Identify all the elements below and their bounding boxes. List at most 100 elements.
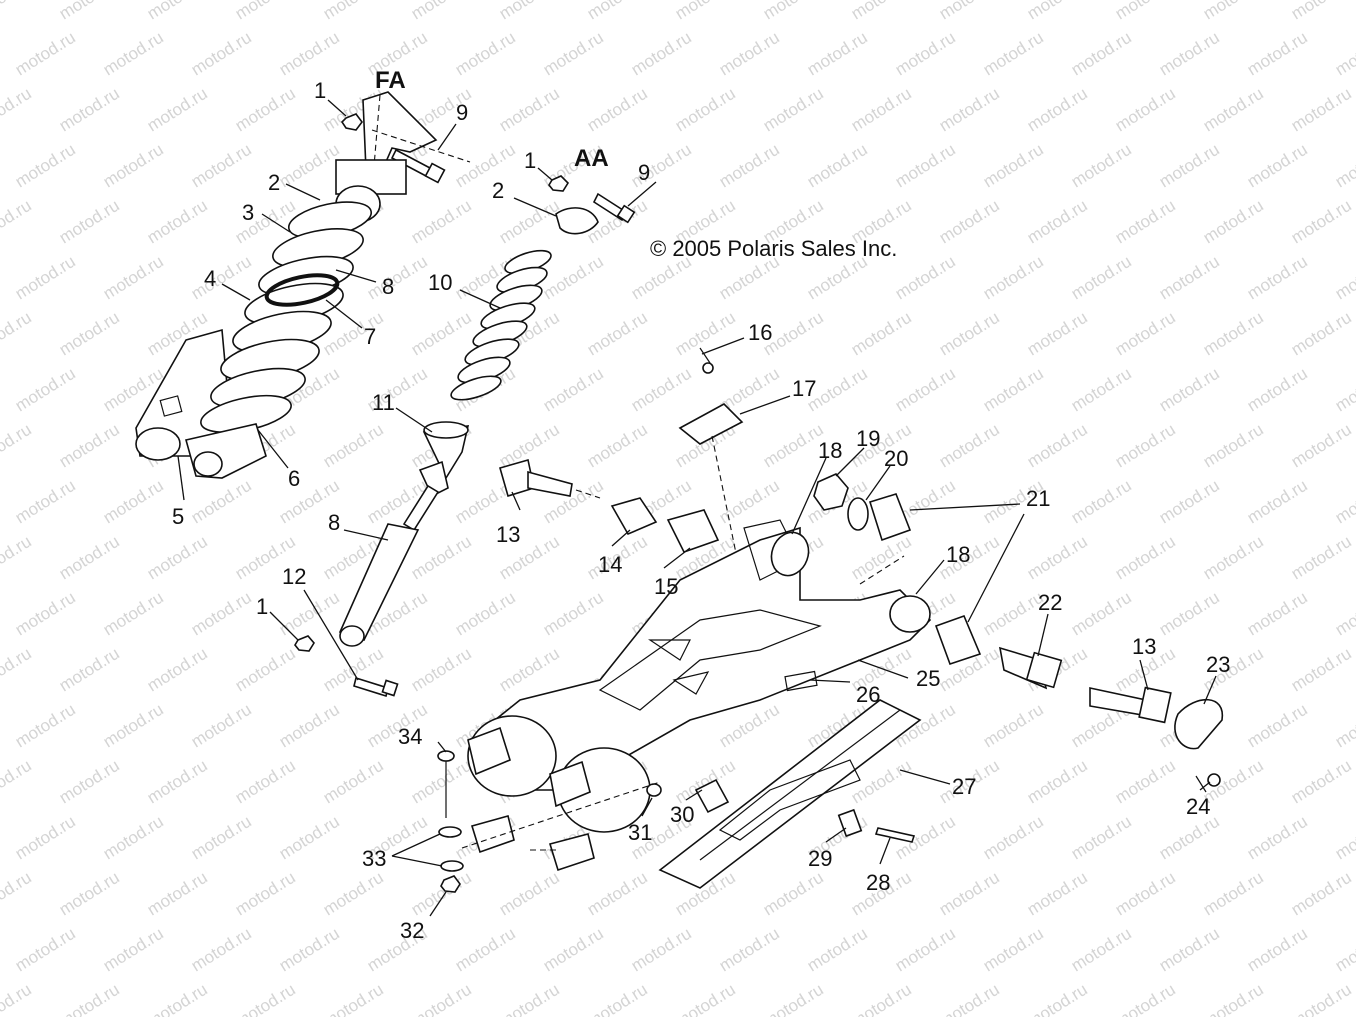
watermark-text: motod.ru [1200,308,1267,360]
watermark-text: motod.ru [980,140,1047,192]
callout-label: 24 [1186,794,1210,819]
watermark-text: motod.ru [1332,364,1356,416]
watermark-text: motod.ru [452,28,519,80]
watermark-text: motod.ru [980,700,1047,752]
watermark-text: motod.ru [1288,532,1355,584]
watermark-text: motod.ru [56,980,123,1017]
watermark-text: motod.ru [980,924,1047,976]
callout-label: 2 [268,170,280,195]
pivot-bolt-right-head [1138,686,1172,724]
watermark-text: motod.ru [1244,588,1311,640]
callout-label: 19 [856,426,880,451]
watermark-text: motod.ru [1156,588,1223,640]
watermark-text: motod.ru [1288,84,1355,136]
callout-label: 9 [456,100,468,125]
watermark-text: motod.ru [12,588,79,640]
watermark-text: motod.ru [0,308,35,360]
watermark-text: motod.ru [1288,308,1355,360]
watermark-text: motod.ru [1112,868,1179,920]
view-label-fa: FA [375,67,406,94]
callout-label: 13 [496,522,520,547]
callout-label: 1 [314,78,326,103]
watermark-text: motod.ru [1332,252,1356,304]
watermark-text: motod.ru [1112,420,1179,472]
callout-label: 1 [524,148,536,173]
watermark-text: motod.ru [892,252,959,304]
watermark-text: motod.ru [452,588,519,640]
callout-label: 17 [792,376,816,401]
watermark-text: motod.ru [1156,812,1223,864]
callout-label: 8 [382,274,394,299]
watermark-text: motod.ru [276,588,343,640]
watermark-text: motod.ru [936,420,1003,472]
watermark-text: motod.ru [0,0,35,23]
watermark-text: motod.ru [1156,476,1223,528]
watermark-text: motod.ru [760,0,827,23]
callout-label: 15 [654,574,678,599]
watermark-text: motod.ru [1156,140,1223,192]
callout-label: 1 [256,594,268,619]
watermark-text: motod.ru [1332,28,1356,80]
washer-upper [438,826,462,838]
watermark-text: motod.ru [320,980,387,1017]
watermark-text: motod.ru [276,700,343,752]
watermark-text: motod.ru [584,420,651,472]
watermark-text: motod.ru [12,700,79,752]
watermark-text: motod.ru [496,644,563,696]
watermark-text: motod.ru [628,28,695,80]
watermark-text: motod.ru [1112,84,1179,136]
watermark-text: motod.ru [804,924,871,976]
watermark-text: motod.ru [980,364,1047,416]
lower-pivot-bolt-head [1025,651,1063,689]
watermark-text: motod.ru [188,700,255,752]
watermark-text: motod.ru [672,84,739,136]
slide-rail-edge [699,709,901,861]
swingarm-cutout-2 [672,671,710,695]
watermark-text: motod.ru [408,868,475,920]
view-label-aa: AA [574,145,609,172]
watermark-text: motod.ru [276,812,343,864]
watermark-text: motod.ru [0,532,35,584]
watermark-text: motod.ru [936,0,1003,23]
watermark-text: motod.ru [892,924,959,976]
view-labels: FA AA [375,67,609,172]
watermark-text: motod.ru [716,924,783,976]
watermark-text: motod.ru [1024,420,1091,472]
watermark-text: motod.ru [936,308,1003,360]
watermark-text: motod.ru [56,84,123,136]
callout-label: 26 [856,682,880,707]
watermark-text: motod.ru [760,420,827,472]
watermark-text: motod.ru [892,364,959,416]
watermark-text: motod.ru [1244,140,1311,192]
watermark-text: motod.ru [408,0,475,23]
watermark-text: motod.ru [12,812,79,864]
callout-label: 5 [172,504,184,529]
slide-mount-bracket [718,759,861,841]
pivot-nut [813,473,849,511]
watermark-text: motod.ru [584,84,651,136]
watermark-text: motod.ru [716,140,783,192]
watermark-text: motod.ru [1244,812,1311,864]
watermark-text: motod.ru [56,644,123,696]
callout-label: 3 [242,200,254,225]
watermark-text: motod.ru [1288,756,1355,808]
watermark-text: motod.ru [100,924,167,976]
watermark-text: motod.ru [1156,364,1223,416]
watermark-text: motod.ru [1244,28,1311,80]
callout-label: 28 [866,870,890,895]
watermark-text: motod.ru [1024,196,1091,248]
callout-label: 34 [398,724,422,749]
watermark-text: motod.ru [848,308,915,360]
watermark-text: motod.ru [188,588,255,640]
watermark-text: motod.ru [1068,364,1135,416]
watermark-text: motod.ru [1024,84,1091,136]
watermark-text: motod.ru [408,532,475,584]
watermark-text: motod.ru [1068,924,1135,976]
callout-label: 32 [400,918,424,943]
callout-label: 21 [1026,486,1050,511]
watermark-text: motod.ru [760,868,827,920]
sleeve [666,509,720,553]
watermark-text: motod.ru [1332,812,1356,864]
watermark-text: motod.ru [100,700,167,752]
